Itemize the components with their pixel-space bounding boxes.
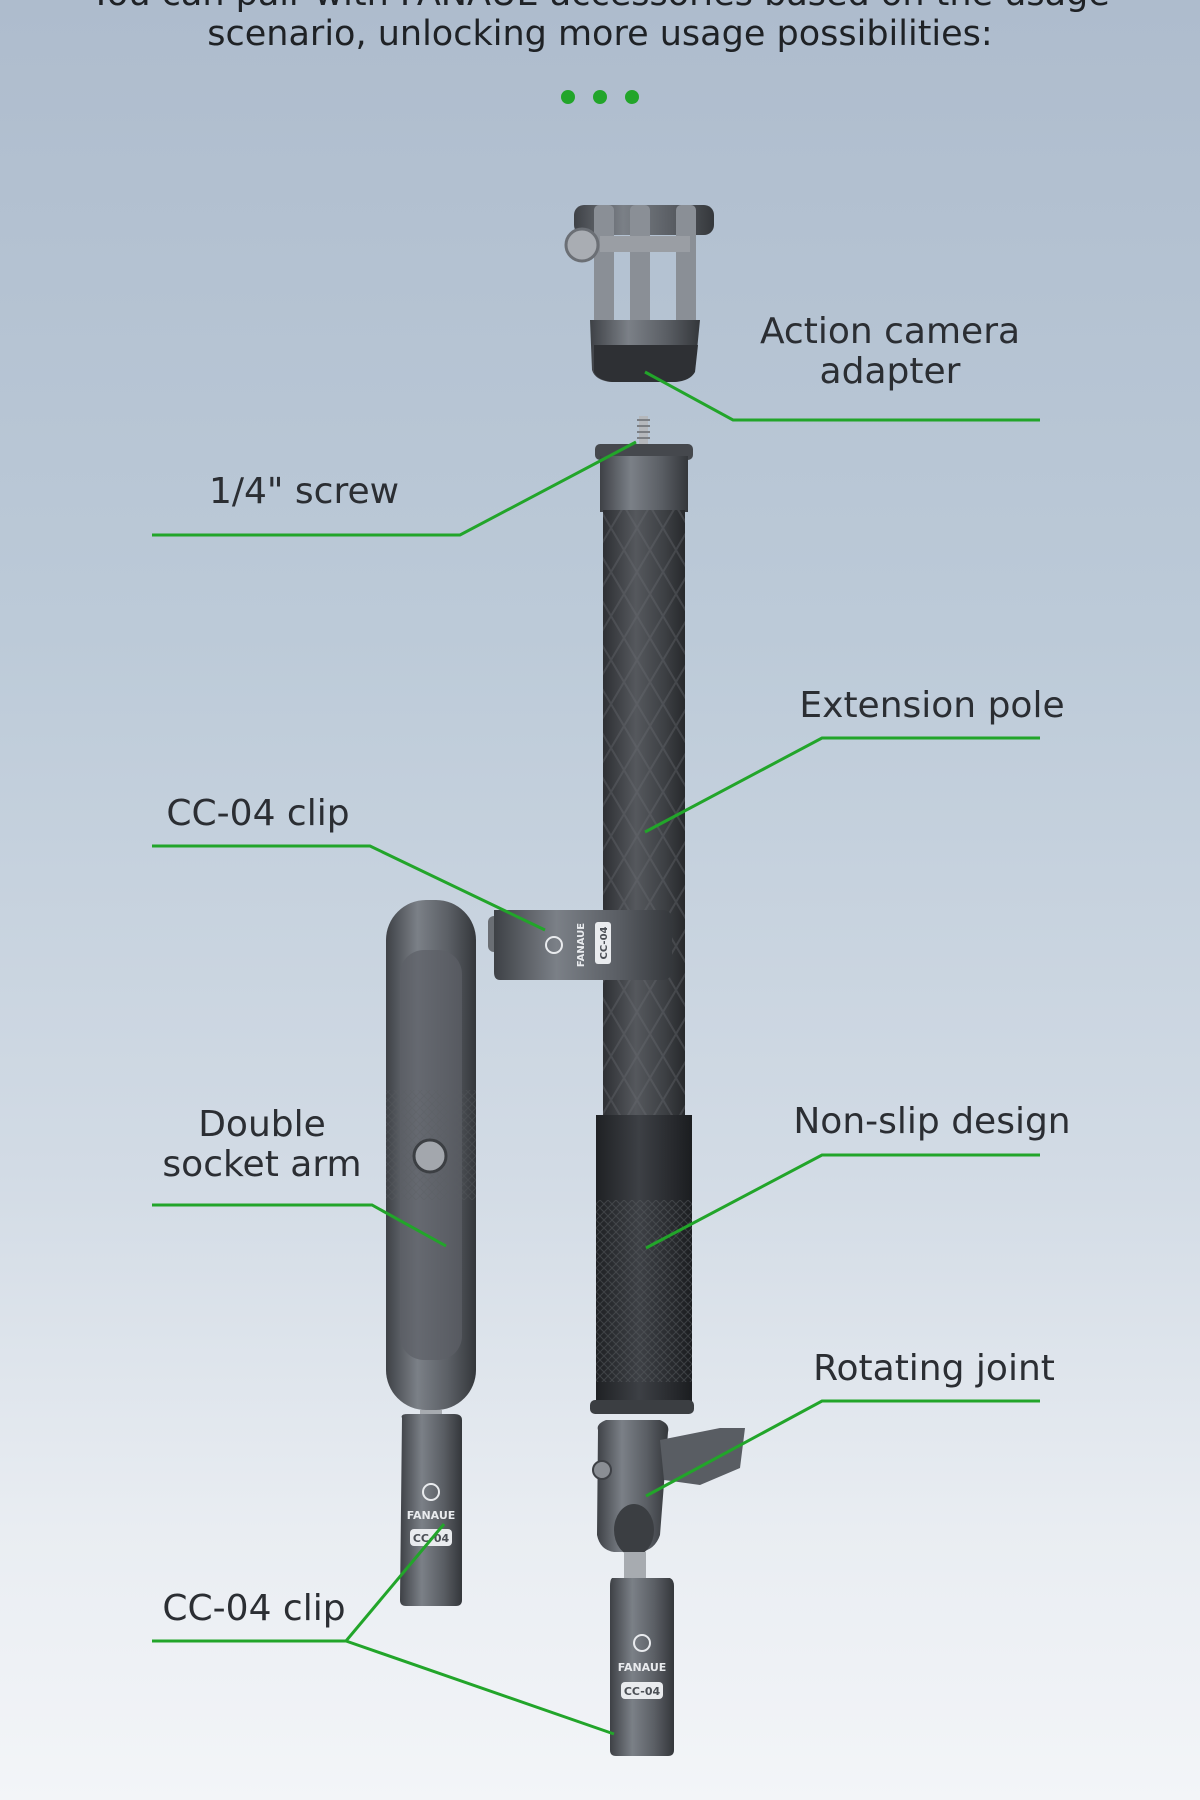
cc04-clip-top: FANAUE CC-04 (488, 910, 672, 980)
leader-screw (152, 440, 637, 537)
leader-non-slip-design (645, 1153, 1040, 1250)
brand-mark: FANAUE (576, 923, 587, 967)
label-cc04-clip-top: CC-04 clip (166, 793, 350, 834)
cc04-clip-bottom-left: FANAUE CC-04 (400, 1414, 462, 1606)
intro-line-1: You can pair with FANAUE accessories bas… (0, 0, 1200, 14)
cc04-clip-bottom-right: FANAUE CC-04 (610, 1578, 674, 1756)
brand-mark: FANAUE (407, 1509, 456, 1522)
brand-mark: FANAUE (618, 1661, 667, 1674)
label-rotating-joint: Rotating joint (813, 1348, 1055, 1389)
rotating-joint (592, 1420, 745, 1578)
leader-extension-pole (644, 736, 1040, 834)
label-cc04-clip-bottom: CC-04 clip (162, 1588, 346, 1629)
label-non-slip-design: Non-slip design (793, 1101, 1071, 1142)
pagination-dot[interactable] (625, 90, 639, 104)
intro-text: You can pair with FANAUE accessories bas… (0, 0, 1200, 54)
label-extension-pole: Extension pole (799, 685, 1065, 726)
intro-line-2: scenario, unlocking more usage possibili… (207, 14, 993, 54)
leader-lines (152, 370, 1040, 1736)
pagination-dots (0, 90, 1200, 104)
quarter-inch-screw (637, 416, 650, 446)
label-double-socket-arm: Double socket arm (162, 1104, 362, 1185)
pagination-dot[interactable] (561, 90, 575, 104)
leader-action-camera-adapter (644, 370, 1040, 422)
label-action-camera-adapter: Action camera adapter (759, 311, 1021, 392)
model-mark: CC-04 (624, 1685, 661, 1698)
extension-pole (595, 444, 693, 1120)
leader-cc04-clip-bottom-right (345, 1639, 615, 1736)
double-socket-arm (386, 900, 476, 1436)
action-camera-adapter (564, 205, 714, 382)
leader-rotating-joint (645, 1399, 1040, 1498)
model-mark: CC-04 (599, 926, 610, 959)
leader-double-socket-arm (152, 1203, 447, 1248)
leader-cc04-clip-top (152, 844, 546, 932)
label-screw: 1/4" screw (208, 471, 400, 512)
non-slip-grip (590, 1115, 694, 1414)
pagination-dot[interactable] (593, 90, 607, 104)
